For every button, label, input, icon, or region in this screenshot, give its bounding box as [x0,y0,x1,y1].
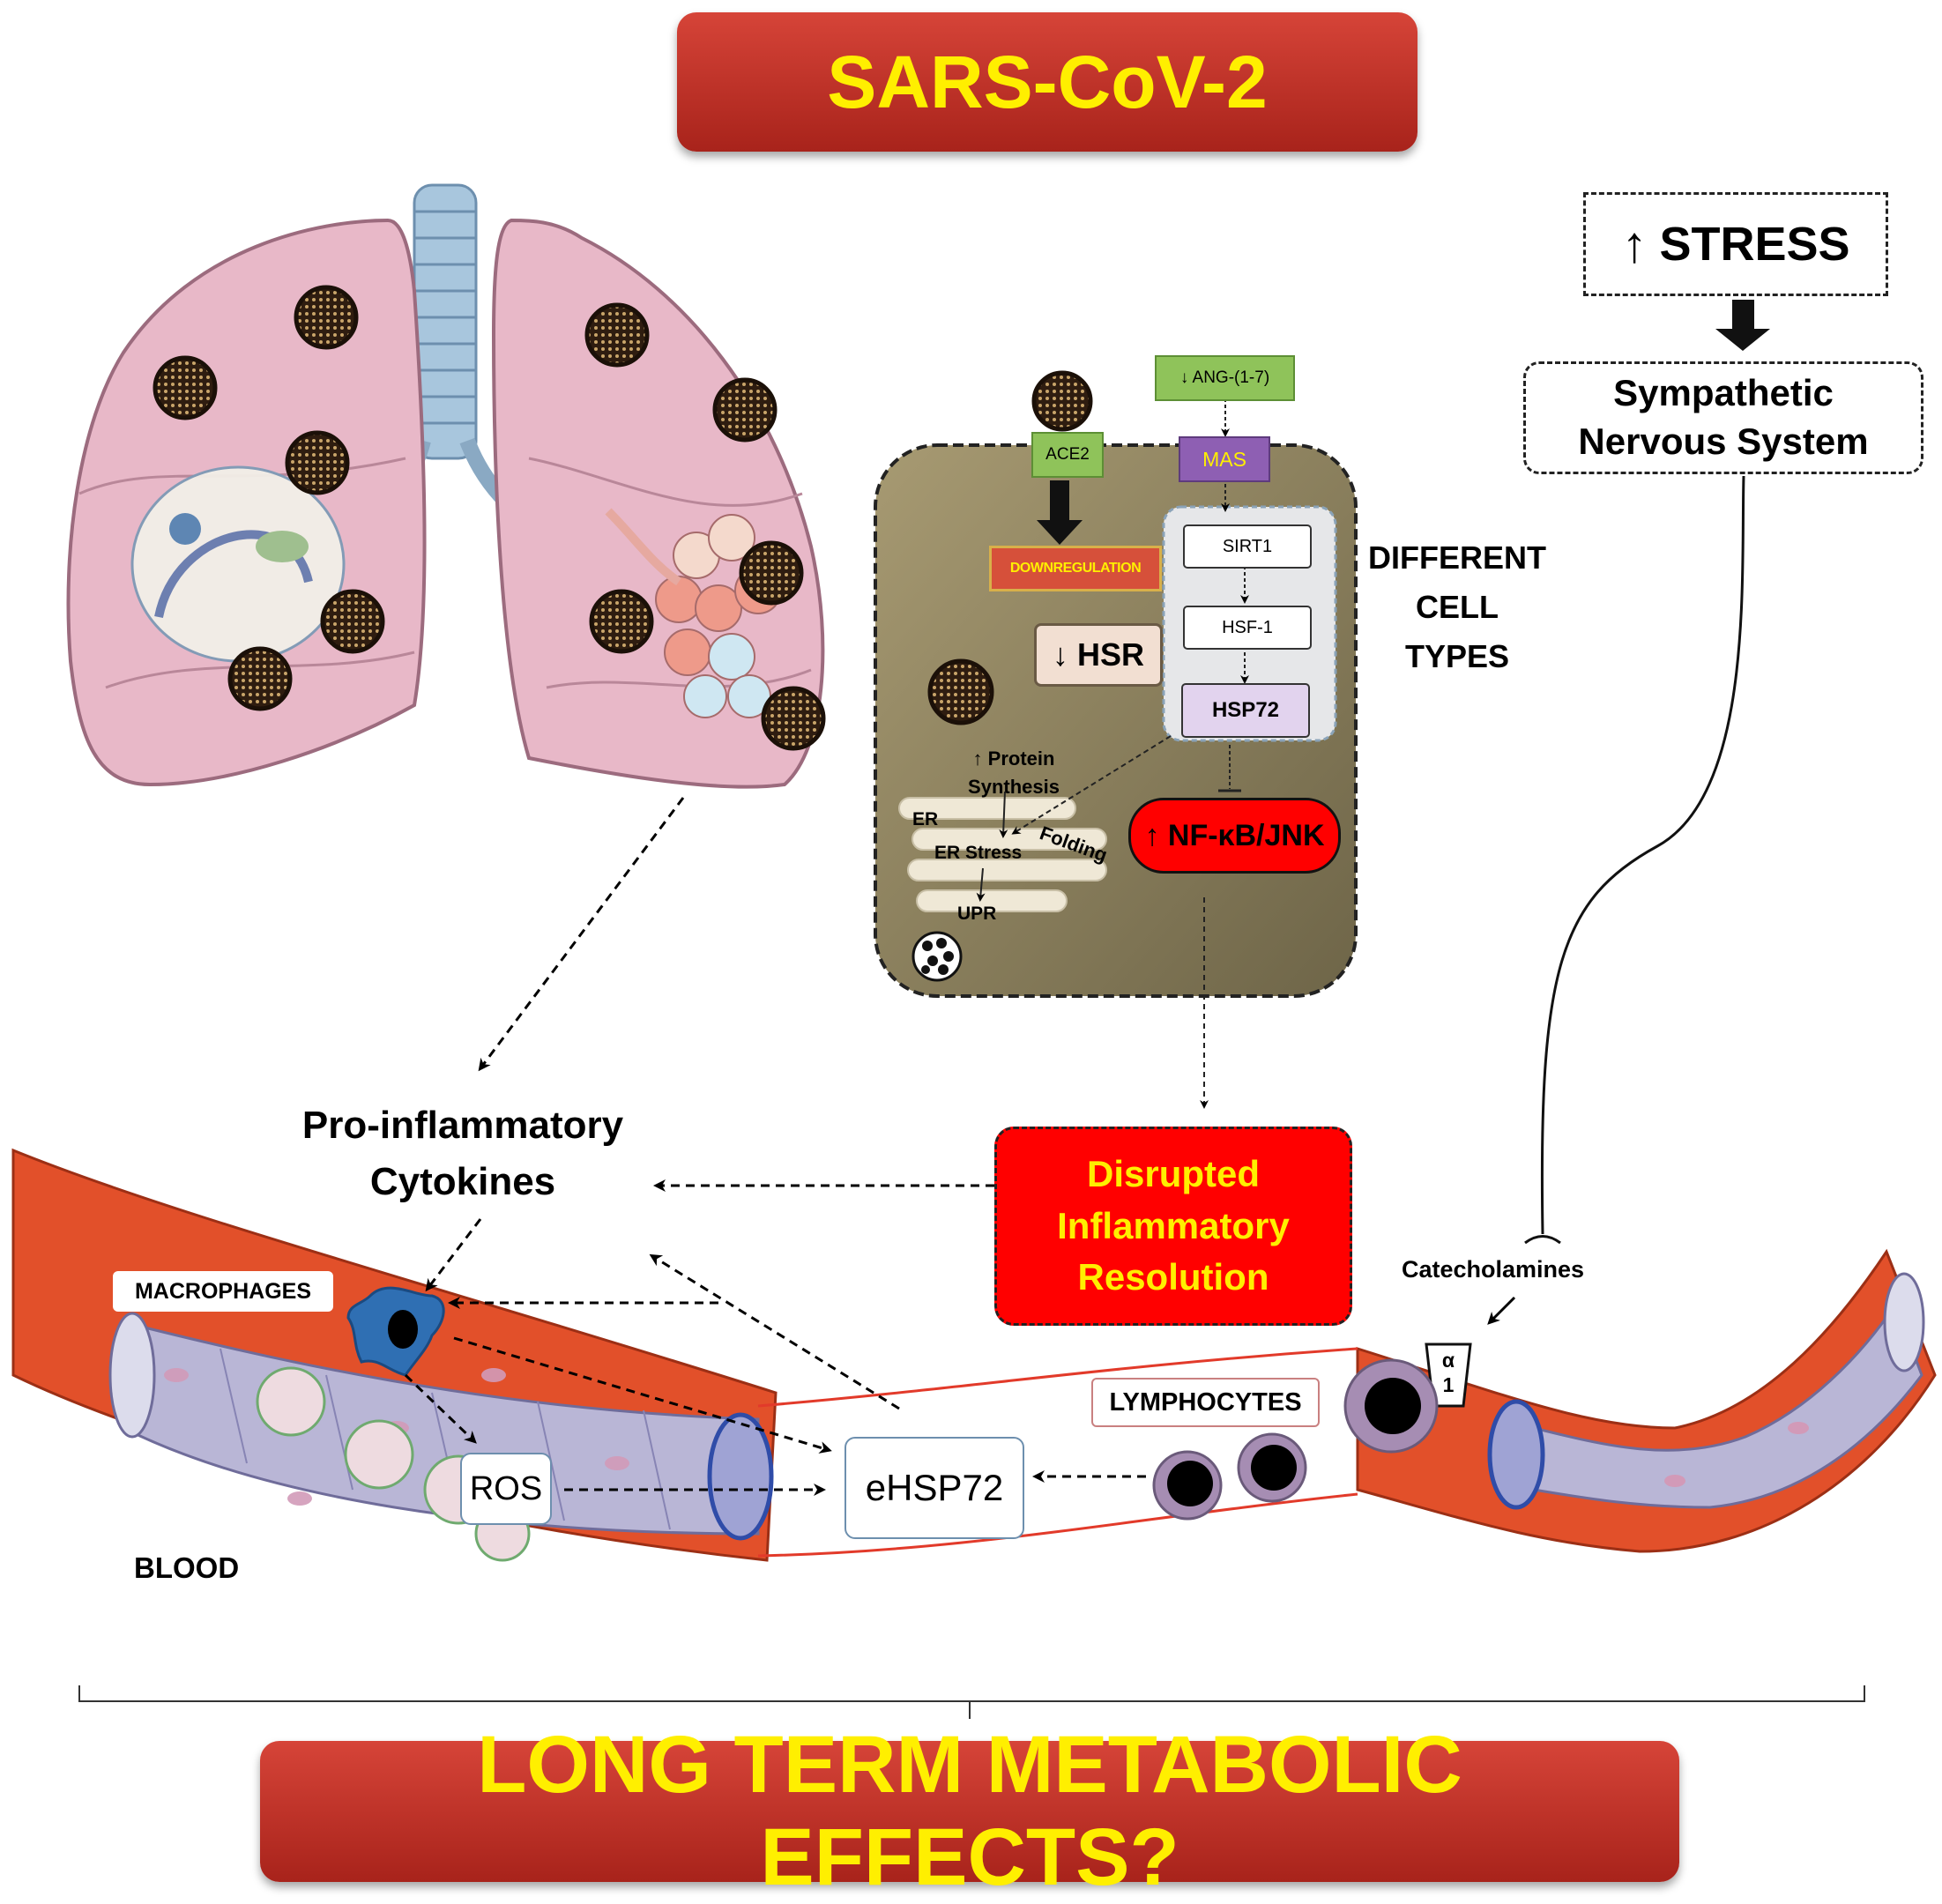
sns-inhibitor-cap [1524,1235,1561,1245]
ehsp72-label: eHSP72 [865,1467,1004,1508]
summary-brace [78,1685,1865,1719]
sns-line-2: Nervous System [1578,420,1869,462]
nfkb-jnk-box: ↑ NF-κB/JNK [1128,798,1341,874]
up-arrow-icon: ↑ [1621,215,1648,273]
catecholamines-label: Catecholamines [1402,1256,1585,1283]
alpha-subscript: 1 [1442,1372,1455,1396]
catecholamine-arrow [1487,1296,1516,1325]
disrupted-line-2: Inflammatory [1057,1204,1290,1246]
ang-1-7-label: ↓ ANG-(1-7) [1179,368,1270,387]
macrophage-cell [346,1286,445,1377]
hsf1-box: HSF-1 [1183,606,1312,650]
alpha1-receptor-label: α 1 [1437,1349,1460,1397]
lymphocytes-label-box: LYMPHOCYTES [1091,1378,1320,1427]
cytokines-line-2: Cytokines [369,1159,556,1203]
disrupted-line-1: Disrupted [1086,1152,1260,1194]
disrupted-line-3: Resolution [1077,1256,1269,1298]
hsp72-box: HSP72 [1181,683,1310,738]
erstress-upr-arrow [976,867,986,902]
lymphocyte-cells [1152,1358,1439,1521]
macrophages-label: MACROPHAGES [134,1278,311,1304]
mas-receptor-box: MAS [1179,436,1270,482]
mas-label: MAS [1202,447,1246,471]
hsr-box: ↓ HSR [1034,623,1163,687]
sirt1-box: SIRT1 [1183,524,1312,569]
sirt1-label: SIRT1 [1222,536,1273,556]
vessel-connector-bottom [757,1492,1358,1558]
er-label: ER [912,809,939,829]
sns-line-1: Sympathetic [1613,372,1834,414]
downregulation-box: DOWNREGULATION [989,546,1162,591]
hsp72-label: HSP72 [1211,698,1280,722]
ace2-receptor-box: ACE2 [1031,432,1104,478]
stress-box: ↑ STRESS [1583,192,1888,296]
virus-particle-intracellular [927,658,994,725]
cell-types-line-1: DIFFERENT [1368,539,1546,576]
ace2-downregulation-arrow [1037,480,1083,545]
vessel-connector-top [757,1347,1358,1408]
flow-arrows [404,797,1146,1496]
downregulation-label: DOWNREGULATION [1009,561,1142,576]
footer-text: LONG TERM METABOLIC EFFECTS? [477,1720,1462,1902]
sympathetic-nervous-system-box: Sympathetic Nervous System [1523,361,1923,474]
hsr-label: ↓ HSR [1052,636,1144,673]
ehsp72-box: eHSP72 [845,1437,1024,1539]
synthesis-erstress-arrow [999,791,1008,838]
proinflammatory-cytokines-label: Pro-inflammatory Cytokines [264,1097,661,1210]
disrupted-inflammatory-resolution-box: Disrupted Inflammatory Resolution [994,1127,1352,1326]
cell-types-line-2: CELL [1416,588,1499,625]
hsp72-folding-arrow [1011,735,1172,835]
lymphocytes-label: LYMPHOCYTES [1109,1387,1302,1417]
virus-particle-receptor [1031,370,1093,432]
protein-synthesis-label: ↑ Protein Synthesis [952,745,1075,801]
different-cell-types-label: DIFFERENT CELL TYPES [1365,533,1550,681]
hsf1-label: HSF-1 [1222,617,1273,637]
ang-1-7-box: ↓ ANG-(1-7) [1155,355,1295,401]
title-text: SARS-CoV-2 [827,40,1268,123]
upr-label: UPR [957,904,997,924]
footer-banner: LONG TERM METABOLIC EFFECTS? [260,1720,1679,1902]
protein-synthesis-line-2: Synthesis [968,775,1060,798]
er-stress-label: ER Stress [934,843,1023,863]
stress-sns-arrow [1715,300,1770,351]
ace2-label: ACE2 [1045,445,1090,464]
macrophages-label-box: MACROPHAGES [113,1271,333,1312]
alpha-symbol: α [1441,1349,1455,1372]
protein-synthesis-line-1: ↑ Protein [972,747,1055,770]
er-membranes [898,797,1107,912]
blood-vessel-right [1356,1248,1937,1553]
organelle-icon [911,931,963,982]
ros-label: ROS [469,1469,543,1507]
cytokines-line-1: Pro-inflammatory [301,1104,624,1147]
sns-catecholamine-line [1540,475,1745,1235]
virus-particles-lungs [153,285,826,751]
nfkb-jnk-label: ↑ NF-κB/JNK [1144,818,1325,852]
lungs-illustration [66,183,825,789]
title-banner: SARS-CoV-2 [677,12,1417,152]
ros-box: ROS [460,1453,552,1525]
cell-types-line-3: TYPES [1404,637,1510,674]
hsp72-inhibits-nfkb [1218,745,1241,792]
stress-label: STRESS [1659,218,1850,271]
blood-label: BLOOD [134,1551,240,1584]
